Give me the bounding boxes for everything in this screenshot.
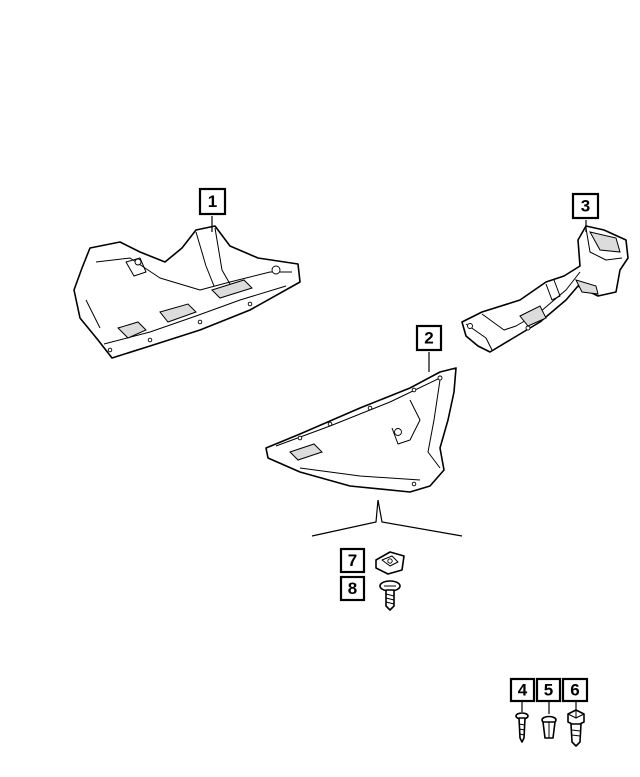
callout-5[interactable]: 5 — [535, 677, 562, 703]
part-6-hex-bolt[interactable] — [567, 709, 585, 747]
callout-4[interactable]: 4 — [509, 677, 536, 703]
callout-6-label: 6 — [570, 681, 579, 700]
callout-1[interactable]: 1 — [198, 187, 227, 216]
part-7-nut-clip[interactable] — [375, 551, 405, 575]
callout-1-label: 1 — [208, 192, 217, 211]
callout-6[interactable]: 6 — [561, 677, 589, 703]
callout-3-label: 3 — [581, 197, 590, 216]
part-4-screw[interactable] — [515, 712, 529, 743]
part-5-push-rivet[interactable] — [541, 715, 557, 739]
callout-5-label: 5 — [544, 681, 553, 700]
callout-7-label: 7 — [348, 551, 357, 570]
bracket-group-7-8 — [311, 499, 463, 537]
callout-3[interactable]: 3 — [571, 192, 600, 220]
callout-8-label: 8 — [348, 579, 357, 598]
part-3-air-duct[interactable] — [461, 225, 629, 353]
part-1-splash-shield[interactable] — [73, 225, 301, 359]
callout-4-label: 4 — [518, 681, 528, 700]
callout-8[interactable]: 8 — [339, 575, 366, 602]
callout-2-label: 2 — [424, 329, 433, 348]
part-8-screw[interactable] — [379, 580, 401, 611]
callout-7[interactable]: 7 — [339, 547, 366, 574]
part-2-under-shield[interactable] — [265, 367, 457, 493]
callout-2[interactable]: 2 — [415, 324, 443, 352]
